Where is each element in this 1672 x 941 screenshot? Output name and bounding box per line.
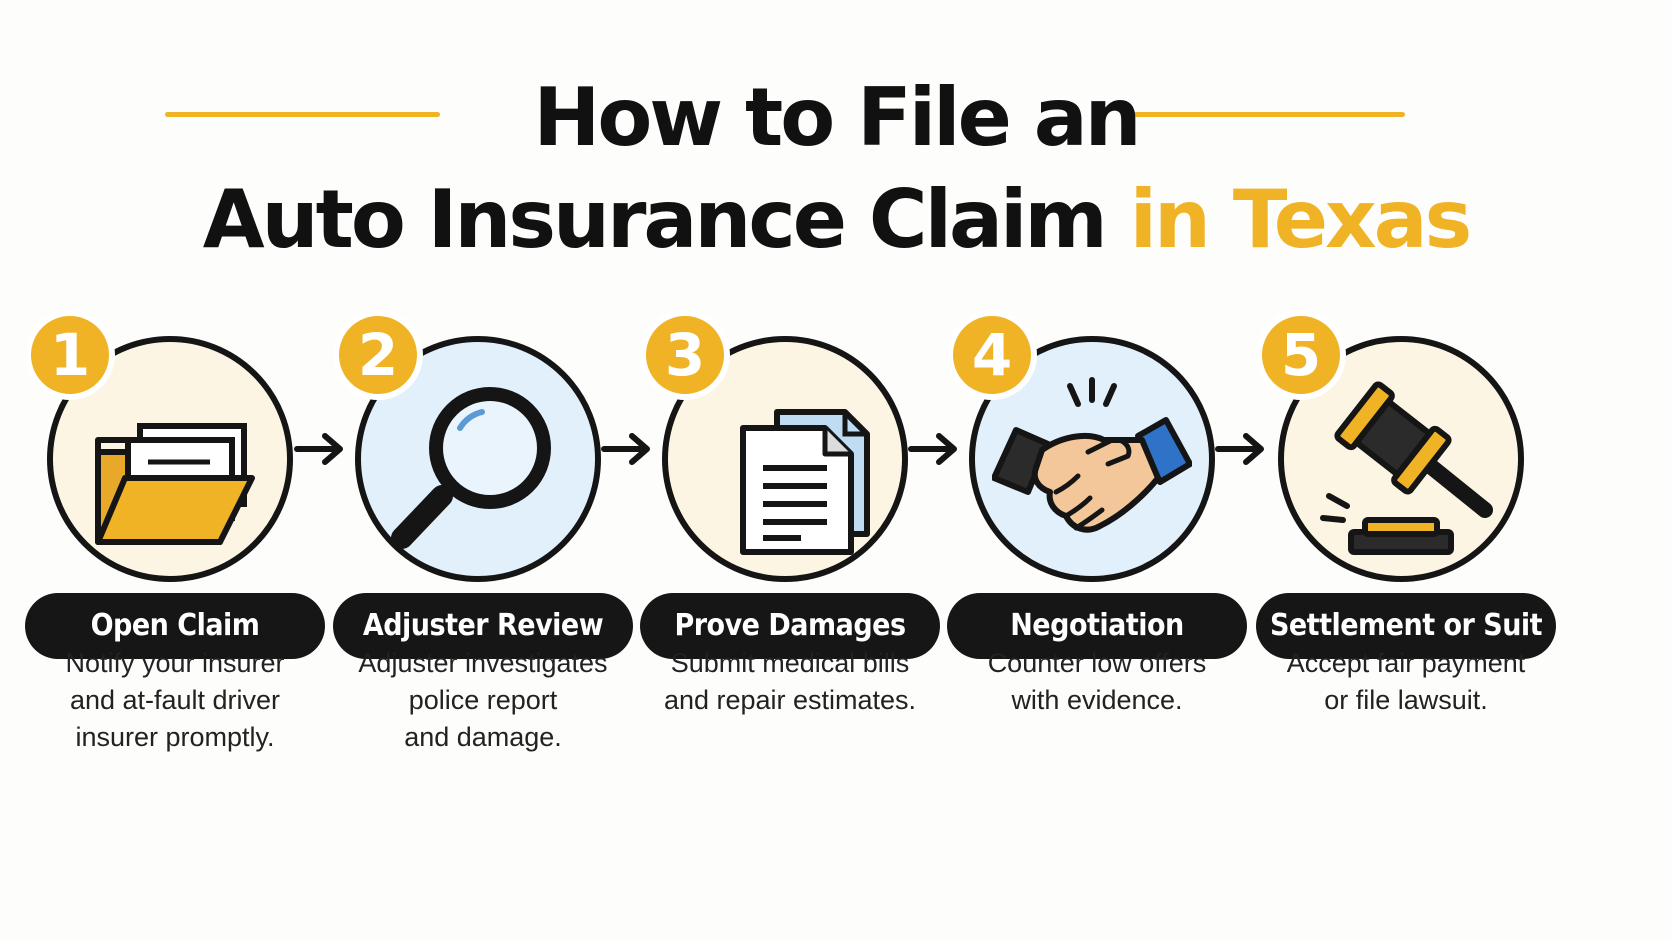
step-label: Negotiation bbox=[947, 593, 1247, 659]
arrow-right-icon bbox=[601, 433, 650, 465]
step-description-line: police report bbox=[408, 685, 558, 715]
step-label: Prove Damages bbox=[640, 593, 940, 659]
step-description-line: or file lawsuit. bbox=[1324, 685, 1488, 715]
title-rule-right bbox=[1128, 112, 1405, 117]
handshake-icon bbox=[992, 377, 1192, 533]
gavel-icon bbox=[1320, 381, 1493, 555]
step-description-line: with evidence. bbox=[1011, 685, 1183, 715]
step-description-line: and repair estimates. bbox=[663, 685, 917, 715]
arrow-right-icon bbox=[1215, 433, 1264, 465]
step-number-badge: 4 bbox=[947, 310, 1037, 400]
title-dark-text: Auto Insurance Claim bbox=[202, 173, 1108, 266]
step-label: Settlement or Suit bbox=[1256, 593, 1556, 659]
step-description: Submit medical bills and repair estimate… bbox=[630, 645, 950, 719]
step-number-badge: 3 bbox=[640, 310, 730, 400]
step-3: 3 Prove Damages Submit medical bills and… bbox=[640, 310, 950, 790]
folder-icon bbox=[95, 423, 255, 545]
step-number-badge: 2 bbox=[333, 310, 423, 400]
step-number-badge: 1 bbox=[25, 310, 115, 400]
title-rule-left bbox=[165, 112, 440, 117]
step-description-line: and at-fault driver bbox=[69, 685, 281, 715]
step-label: Adjuster Review bbox=[333, 593, 633, 659]
step-number-badge: 5 bbox=[1256, 310, 1346, 400]
documents-icon bbox=[740, 409, 870, 555]
page-title-line-1: How to File an bbox=[533, 71, 1141, 164]
magnifying-glass-icon bbox=[391, 387, 551, 549]
step-description-line: insurer promptly. bbox=[75, 722, 275, 752]
step-description: Counter low offers with evidence. bbox=[937, 645, 1257, 719]
step-2: 2 Adjuster Review Adjuster investigates … bbox=[333, 310, 643, 790]
step-description-line: and damage. bbox=[404, 722, 562, 752]
step-5: 5 Settlement or Suit Accept fair payment… bbox=[1256, 310, 1566, 790]
step-description: Accept fair payment or file lawsuit. bbox=[1246, 645, 1566, 719]
step-description-line: Submit medical bills bbox=[670, 648, 910, 678]
step-description-line: Notify your insurer bbox=[65, 648, 285, 678]
step-description-line: Adjuster investigates bbox=[358, 648, 608, 678]
step-description-line: Accept fair payment bbox=[1286, 648, 1526, 678]
arrow-right-icon bbox=[294, 433, 343, 465]
step-description-line: Counter low offers bbox=[987, 648, 1207, 678]
step-4: 4 Negotiation Counter low offers with ev… bbox=[947, 310, 1257, 790]
arrow-right-icon bbox=[908, 433, 957, 465]
step-1: 1 Open Claim Notify your insurer and at-… bbox=[25, 310, 335, 790]
page-title-line-2: Auto Insurance Claim in Texas bbox=[0, 170, 1672, 270]
title-accent-text: in Texas bbox=[1129, 173, 1473, 266]
step-description: Notify your insurer and at-fault driver … bbox=[15, 645, 335, 756]
step-description: Adjuster investigates police report and … bbox=[323, 645, 643, 756]
step-label: Open Claim bbox=[25, 593, 325, 659]
